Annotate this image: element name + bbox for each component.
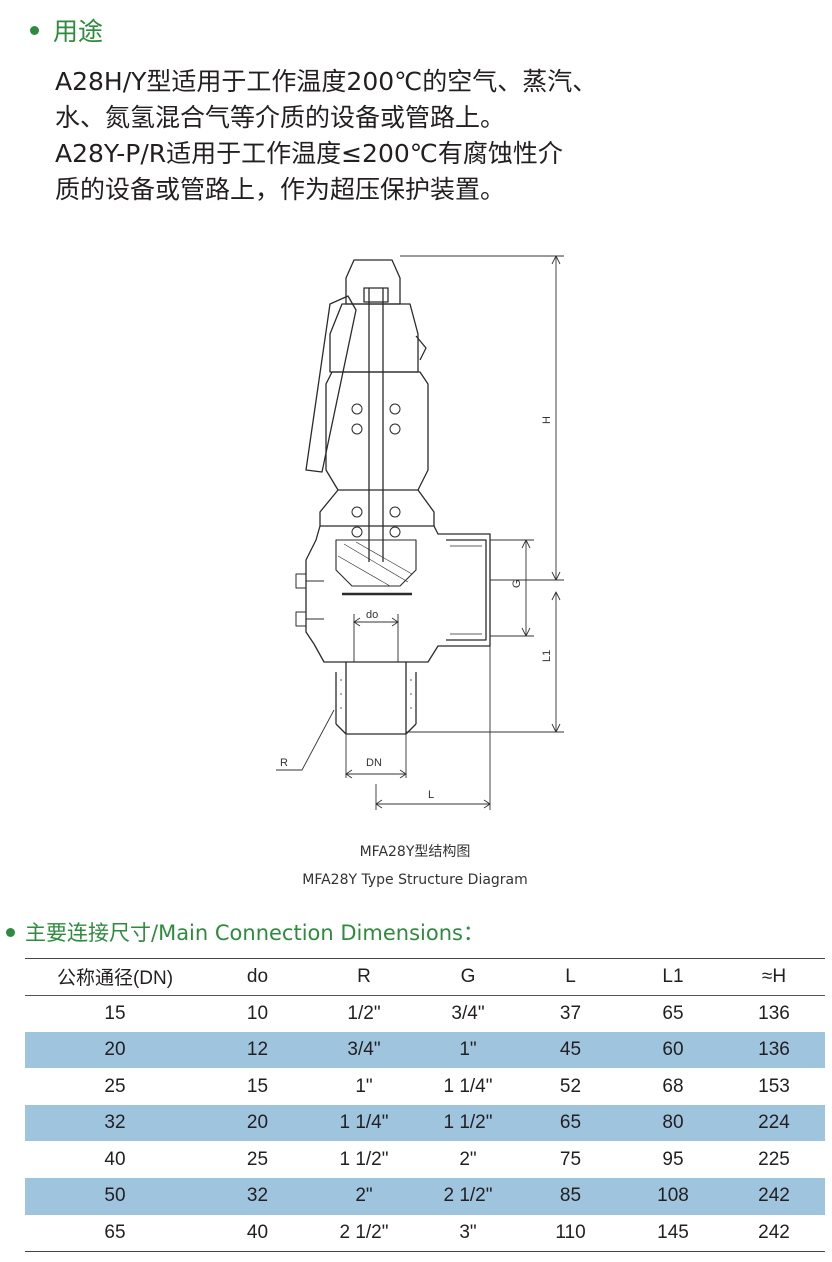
table-row: 50 32 2" 2 1/2" 85 108 242 bbox=[25, 1178, 825, 1215]
table-cell: 110 bbox=[555, 1221, 586, 1243]
label-L1: L1 bbox=[541, 650, 553, 662]
table-cell: 2 1/2" bbox=[443, 1185, 493, 1207]
table-cell: 68 bbox=[662, 1075, 684, 1097]
table-cell: 25 bbox=[246, 1148, 269, 1170]
table-cell: 3" bbox=[459, 1221, 477, 1243]
table-row: 15 10 1/2" 3/4" 37 65 136 bbox=[25, 995, 825, 1032]
table-cell: 45 bbox=[559, 1038, 582, 1060]
valve-disc bbox=[335, 539, 417, 587]
dimension-lines bbox=[276, 255, 564, 810]
table-row: 32 20 1 1/4" 1 1/2" 65 80 224 bbox=[25, 1104, 825, 1142]
table-cell: 145 bbox=[657, 1221, 689, 1243]
table-row: 20 12 3/4" 1" 45 60 136 bbox=[25, 1031, 825, 1069]
table-cell: 50 bbox=[104, 1185, 126, 1207]
table-cell: 2 1/2" bbox=[339, 1221, 389, 1243]
table-cell: 136 bbox=[758, 1038, 790, 1060]
table-cell: 15 bbox=[246, 1075, 269, 1097]
table-cell: 1" bbox=[459, 1038, 477, 1060]
label-do: do bbox=[366, 609, 378, 621]
table-cell: 1" bbox=[355, 1075, 373, 1097]
table-cell: 1 1/4" bbox=[339, 1112, 389, 1134]
table-cell: 65 bbox=[662, 1002, 684, 1024]
table-cell: 95 bbox=[662, 1148, 684, 1170]
label-DN: DN bbox=[366, 757, 382, 769]
table-cell: 136 bbox=[758, 1002, 790, 1024]
adjusting-bolts bbox=[295, 573, 324, 627]
usage-line: 质的设备或管路上，作为超压保护装置。 bbox=[55, 175, 506, 204]
diagram-caption-en: MFA28Y Type Structure Diagram bbox=[302, 872, 528, 888]
table-cell: 2" bbox=[459, 1148, 477, 1170]
column-header: 公称通径(DN) bbox=[56, 968, 174, 990]
label-L: L bbox=[428, 789, 434, 801]
table-cell: 12 bbox=[246, 1038, 269, 1060]
table-cell: 32 bbox=[104, 1112, 126, 1134]
table-cell: 65 bbox=[104, 1221, 126, 1243]
table-cell: 108 bbox=[657, 1185, 689, 1207]
valve-structure-diagram: H G L1 do R DN L bbox=[276, 255, 564, 810]
table-cell: 1 1/4" bbox=[443, 1075, 493, 1097]
table-cell: 80 bbox=[662, 1112, 684, 1134]
table-cell: 40 bbox=[104, 1148, 126, 1170]
valve-cap bbox=[345, 259, 401, 305]
outlet-port bbox=[446, 539, 487, 641]
column-header: G bbox=[460, 965, 476, 987]
table-cell: 153 bbox=[758, 1075, 790, 1097]
table-cell: 1 1/2" bbox=[339, 1148, 389, 1170]
inlet-pipe bbox=[335, 662, 417, 735]
table-cell: 32 bbox=[246, 1185, 269, 1207]
label-R: R bbox=[280, 757, 288, 769]
table-cell: 225 bbox=[758, 1148, 790, 1170]
table-row: 25 15 1" 1 1/4" 52 68 153 bbox=[25, 1068, 825, 1105]
table-cell: 40 bbox=[246, 1221, 269, 1243]
label-H: H bbox=[541, 416, 553, 424]
dimensions-table: 公称通径(DN) do R G L L1 ≈H 15 10 1/2" 3/4" 37 65… bbox=[25, 958, 825, 1252]
table-cell: 3/4" bbox=[451, 1002, 485, 1024]
column-header: do bbox=[246, 965, 269, 987]
table-cell: 242 bbox=[758, 1221, 790, 1243]
table-cell: 25 bbox=[104, 1075, 126, 1097]
table-header-row: 公称通径(DN) do R G L L1 ≈H bbox=[25, 958, 825, 996]
springs bbox=[351, 403, 401, 538]
table-cell: 20 bbox=[104, 1038, 126, 1060]
table-row: 65 40 2 1/2" 3" 110 145 242 bbox=[25, 1215, 825, 1252]
table-cell: 52 bbox=[559, 1075, 582, 1097]
table-cell: 2" bbox=[355, 1185, 373, 1207]
column-header: L1 bbox=[662, 965, 684, 987]
table-cell: 37 bbox=[559, 1002, 582, 1024]
dimensions-heading: 主要连接尺寸/Main Connection Dimensions： bbox=[6, 917, 484, 947]
usage-heading: 用途 bbox=[30, 12, 103, 48]
dimensions-heading-text: 主要连接尺寸/Main Connection Dimensions： bbox=[25, 921, 484, 945]
table-cell: 15 bbox=[104, 1002, 126, 1024]
table-cell: 60 bbox=[662, 1038, 684, 1060]
table-row: 40 25 1 1/2" 2" 75 95 225 bbox=[25, 1141, 825, 1178]
usage-description: A28H/Y型适用于工作温度200℃的空气、蒸汽、 水、氮氢混合气等介质的设备或… bbox=[55, 64, 795, 208]
table-cell: 1/2" bbox=[347, 1002, 381, 1024]
table-cell: 3/4" bbox=[347, 1038, 381, 1060]
table-cell: 10 bbox=[246, 1002, 269, 1024]
column-header: ≈H bbox=[761, 965, 787, 987]
table-cell: 65 bbox=[559, 1112, 582, 1134]
label-G: G bbox=[511, 579, 523, 588]
table-cell: 85 bbox=[559, 1185, 582, 1207]
valve-stem bbox=[368, 288, 384, 562]
column-header: L bbox=[565, 965, 576, 987]
table-cell: 242 bbox=[758, 1185, 790, 1207]
bonnet bbox=[329, 303, 419, 373]
bullet-icon bbox=[30, 25, 39, 35]
table-cell: 20 bbox=[246, 1112, 269, 1134]
valve-body bbox=[305, 525, 491, 663]
column-header: R bbox=[357, 965, 371, 987]
usage-line: A28H/Y型适用于工作温度200℃的空气、蒸汽、 bbox=[55, 67, 598, 96]
table-cell: 224 bbox=[758, 1112, 790, 1134]
usage-line: A28Y-P/R适用于工作温度≤200℃有腐蚀性介 bbox=[55, 139, 563, 168]
diagram-caption-cn: MFA28Y型结构图 bbox=[359, 844, 471, 860]
spring-housing-upper bbox=[325, 371, 429, 491]
bullet-icon bbox=[6, 927, 15, 937]
usage-heading-text: 用途 bbox=[53, 17, 104, 46]
lever-handle bbox=[305, 295, 357, 473]
table-cell: 75 bbox=[559, 1148, 582, 1170]
usage-line: 水、氮氢混合气等介质的设备或管路上。 bbox=[55, 103, 506, 132]
table-cell: 1 1/2" bbox=[443, 1112, 493, 1134]
